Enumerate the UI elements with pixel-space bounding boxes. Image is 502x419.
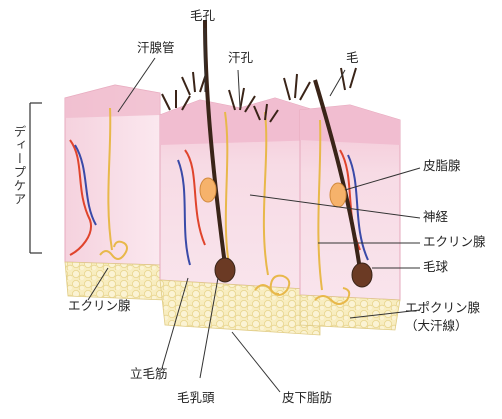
label-hair-pore: 毛孔 [190, 10, 215, 23]
label-sebaceous-gland: 皮脂腺 [423, 160, 461, 173]
label-apocrine: エポクリン腺 [405, 302, 480, 315]
label-papilla: 毛乳頭 [177, 392, 215, 405]
label-apocrine-note: （大汗線） [405, 320, 468, 333]
label-deep-care: ディープケア [12, 125, 25, 206]
label-hair-bulb: 毛球 [423, 261, 448, 274]
label-nerve: 神経 [423, 211, 448, 224]
label-arrector-pili: 立毛筋 [130, 368, 168, 381]
label-subcutaneous-fat: 皮下脂肪 [282, 392, 332, 405]
deep-care-bracket [30, 103, 42, 253]
left-skin-block [65, 85, 165, 300]
label-sweat-duct: 汗腺管 [137, 42, 175, 55]
label-eccrine-right: エクリン腺 [423, 236, 486, 249]
label-sweat-pore: 汗孔 [228, 52, 253, 65]
label-hair: 毛 [346, 52, 359, 65]
label-eccrine-left: エクリン腺 [68, 300, 131, 313]
